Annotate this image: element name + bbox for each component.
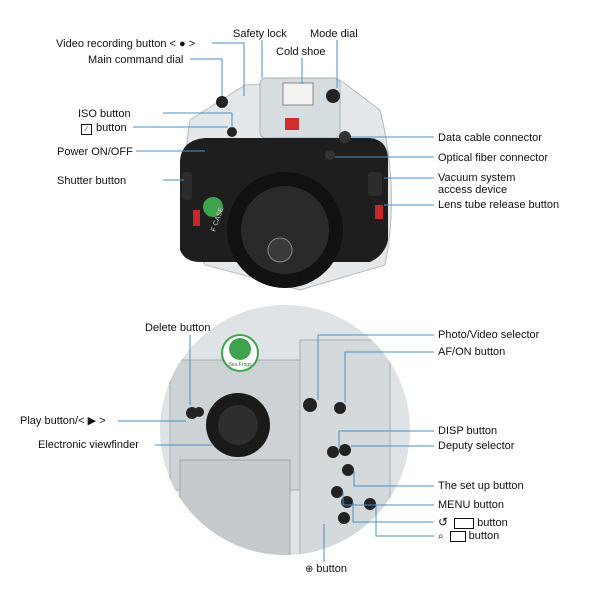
exposure-compensation-icon: ∕ <box>81 124 92 135</box>
lens-release-red <box>193 210 200 226</box>
label-video-recording: Video recording button < ● > <box>56 38 196 50</box>
label-delete: Delete button <box>145 322 211 334</box>
shutter-lever <box>182 172 192 200</box>
label-menu: MENU button <box>438 499 505 511</box>
label-power: Power ON/OFF <box>57 146 133 158</box>
zoom-out-icon: ⌕ <box>438 531 444 542</box>
cold-shoe <box>282 82 314 106</box>
setup-knob <box>342 464 354 476</box>
index-icon <box>449 530 466 542</box>
label-exposure-button: button <box>96 122 127 134</box>
label-evf: Electronic viewfinder <box>38 439 139 451</box>
label-vacuum-2: access device <box>438 184 508 196</box>
evf-eyepiece-inner <box>218 405 258 445</box>
label-photo-video: Photo/Video selector <box>438 329 540 341</box>
rear-view-diagram: Sea Frogs Delete button Play button/< ▶ … <box>0 300 600 600</box>
lcd-window <box>179 459 291 555</box>
label-optical-fiber: Optical fiber connector <box>438 152 549 164</box>
zoom-in-icon: ⊕ <box>305 564 314 575</box>
label-shutter: Shutter button <box>57 175 127 187</box>
afon-knob <box>334 402 346 414</box>
housing-front-illustration: F CASE <box>180 77 392 291</box>
zoom-label-row: ⊕button <box>305 563 347 576</box>
safety-lock <box>285 118 299 130</box>
label-timer: button <box>477 517 508 529</box>
timer-label-row: ↺ button <box>438 516 508 530</box>
label-disp: DISP button <box>438 425 498 437</box>
exposure-label-row: ∕ button <box>81 122 127 135</box>
main-command-dial-knob <box>216 96 228 108</box>
label-safety-lock: Safety lock <box>233 28 287 40</box>
label-info: button <box>468 530 500 542</box>
badge-text: Sea Frogs <box>228 362 252 368</box>
label-data-cable: Data cable connector <box>438 132 542 144</box>
menu-knob <box>331 486 343 498</box>
info-label-row: ⌕ button <box>438 530 499 543</box>
mode-dial <box>326 89 340 103</box>
optical-fiber-connector <box>325 150 335 160</box>
port-logo <box>267 237 293 263</box>
label-cold-shoe: Cold shoe <box>276 46 326 58</box>
label-setup: The set up button <box>438 480 524 492</box>
iso-knob <box>227 127 237 137</box>
delete-knob <box>194 407 204 417</box>
self-timer-icon: ↺ <box>438 515 449 529</box>
label-play: Play button/< ▶ > <box>20 415 106 427</box>
sea-frogs-logo <box>229 338 251 360</box>
data-cable-connector <box>339 131 351 143</box>
label-mode-dial: Mode dial <box>310 28 358 40</box>
label-iso-button: ISO button <box>78 108 131 120</box>
disp-knob <box>327 446 339 458</box>
continuous-shooting-icon <box>454 517 475 529</box>
info-knob <box>364 498 376 510</box>
front-view-diagram: F CASE Video recording button < ● > Main… <box>0 0 600 300</box>
label-zoom: button <box>316 563 347 575</box>
timer-knob <box>341 496 353 508</box>
photo-video-knob <box>303 398 317 412</box>
deputy-knob <box>339 444 351 456</box>
label-main-command-dial: Main command dial <box>88 54 184 66</box>
label-vacuum: Vacuum system <box>438 172 516 184</box>
label-lens-release: Lens tube release button <box>438 199 560 211</box>
vacuum-device <box>368 172 382 196</box>
lens-port-inner <box>241 186 329 274</box>
label-deputy: Deputy selector <box>438 440 515 452</box>
label-afon: AF/ON button <box>438 346 506 358</box>
frog-badge-small <box>203 197 223 217</box>
zoom-knob <box>338 512 350 524</box>
lens-release-right <box>375 205 383 219</box>
